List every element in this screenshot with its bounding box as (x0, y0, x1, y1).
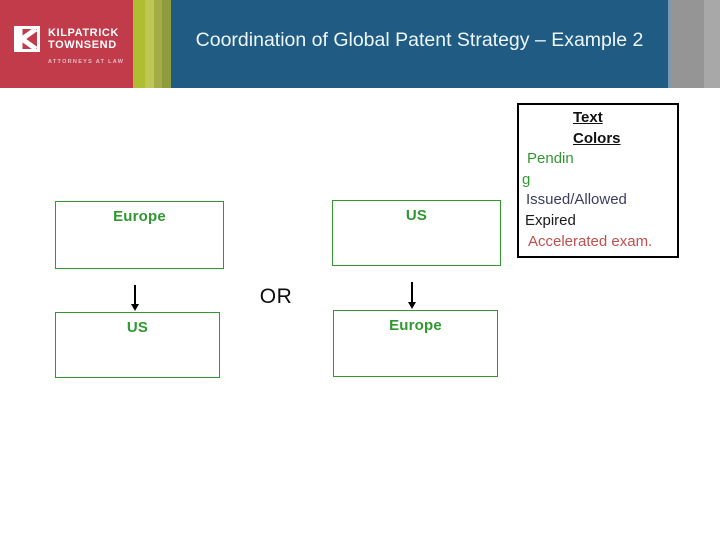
legend-heading-line1: Text (573, 109, 603, 126)
arrow-shaft (411, 282, 413, 303)
legend-heading-line2: Colors (573, 130, 621, 147)
patent-box-label: Europe (389, 317, 442, 334)
patent-box-label: US (405, 207, 428, 224)
patent-box-europe-top: Europe (55, 201, 224, 269)
patent-box-us-bottom: US (55, 312, 220, 378)
arrow-head (130, 304, 139, 311)
text-colors-legend-box: Text Colors Pendin g Issued/Allowed Expi… (517, 103, 679, 258)
slide-title: Coordination of Global Patent Strategy –… (195, 28, 644, 51)
decorative-stripe-olive-dark (162, 0, 171, 88)
title-banner: Coordination of Global Patent Strategy –… (171, 0, 668, 88)
patent-box-europe-bottom: Europe (333, 310, 498, 377)
decorative-stripe-gray-light (704, 0, 720, 88)
decorative-stripe-olive-light (145, 0, 154, 88)
decorative-stripe-steel (668, 0, 671, 88)
legend-item-pending-wrap: g (522, 171, 531, 188)
logo-tagline: ATTORNEYS AT LAW (48, 59, 125, 65)
patent-box-us-top: US (332, 200, 501, 266)
patent-box-label: Europe (113, 208, 166, 225)
legend-item-accelerated-exam: Accelerated exam. (528, 233, 653, 250)
kilpatrick-k-logo-icon (14, 26, 40, 52)
logo-text-block: KILPATRICK TOWNSEND ATTORNEYS AT LAW (48, 27, 125, 65)
legend-item-issued-allowed: Issued/Allowed (526, 191, 627, 208)
legend-item-expired: Expired (525, 212, 576, 229)
or-connector-label: OR (259, 285, 293, 308)
logo-firm-name-line1: KILPATRICK (48, 27, 119, 39)
arrow-head (407, 302, 416, 309)
decorative-stripe-olive-mid (154, 0, 162, 88)
decorative-stripe-gray (671, 0, 704, 88)
decorative-stripe-olive (133, 0, 145, 88)
legend-item-pending: Pendin (527, 150, 574, 167)
arrow-shaft (134, 285, 136, 305)
patent-box-label: US (126, 319, 149, 336)
logo-firm-name-line2: TOWNSEND (48, 38, 117, 51)
